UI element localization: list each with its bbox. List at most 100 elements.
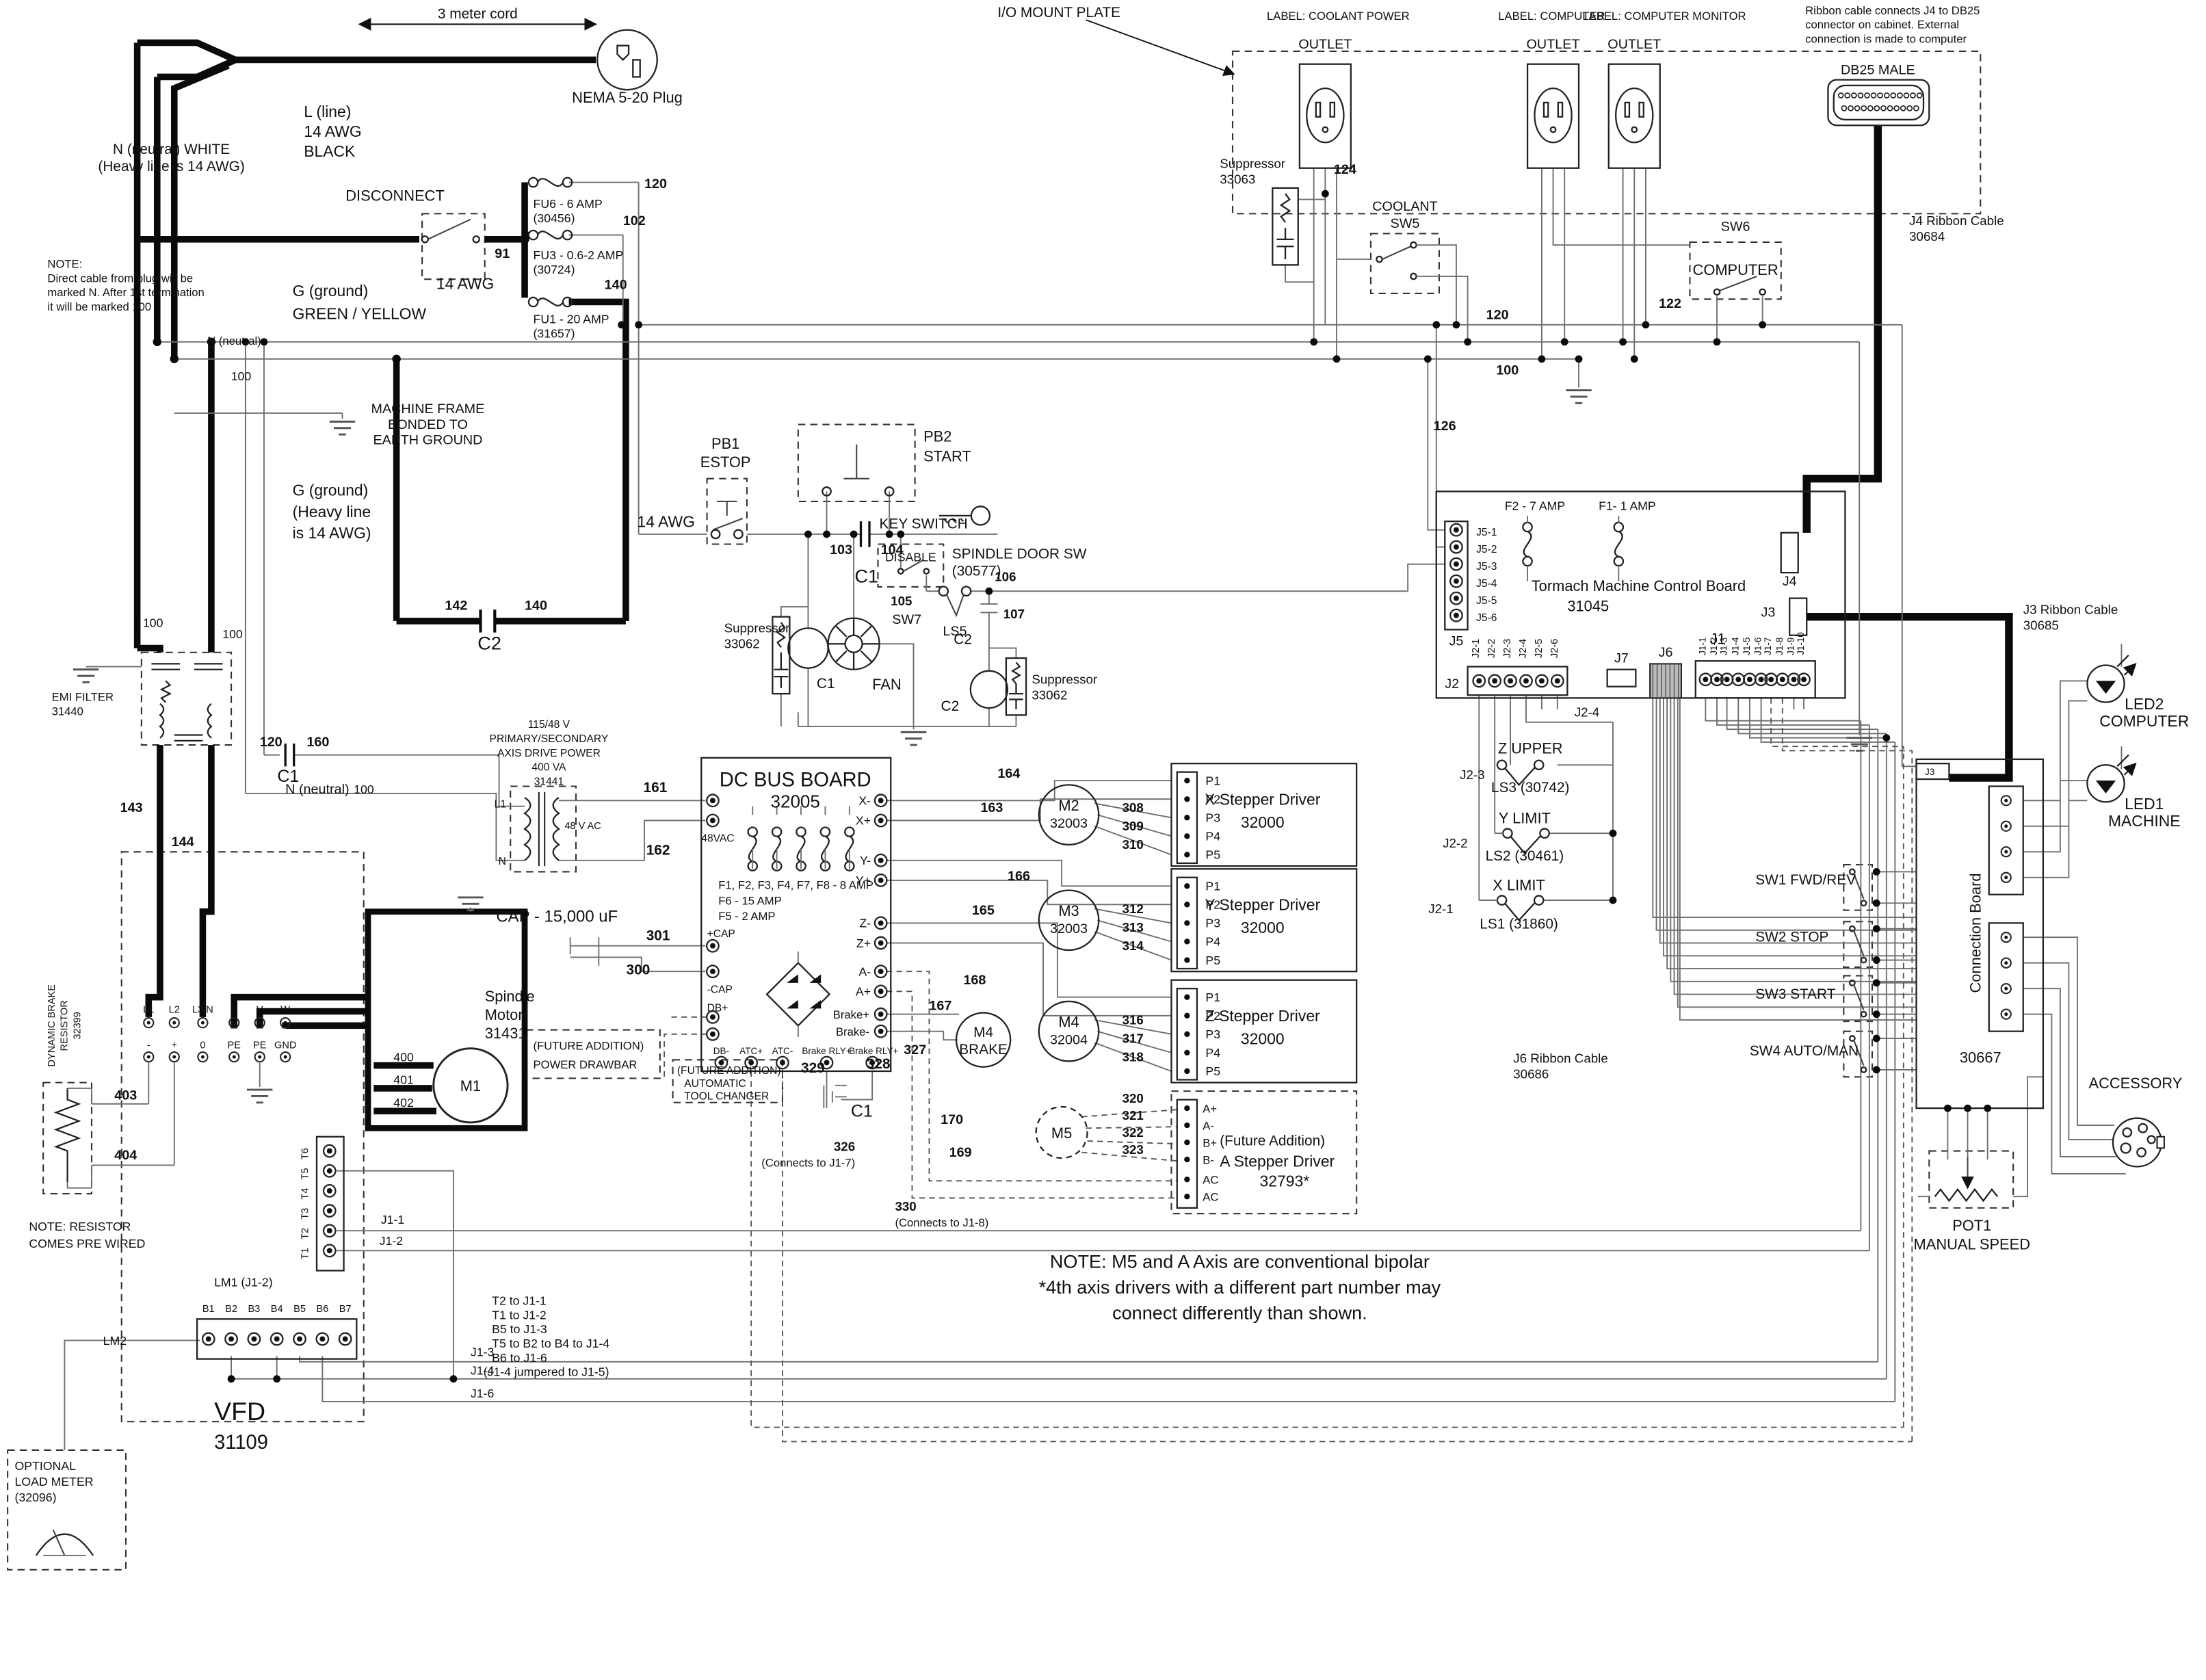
- diagram-label: J5-4: [1476, 578, 1497, 590]
- diagram-label: Motor: [485, 1006, 523, 1023]
- diagram-label: P1: [1205, 774, 1220, 787]
- diagram-label: NOTE:: [47, 257, 82, 270]
- j7-connector: [1606, 668, 1637, 687]
- pb2-start-switch[interactable]: [822, 444, 895, 497]
- diagram-label: DISABLE: [885, 550, 936, 564]
- emi-filter-box: [140, 651, 233, 746]
- diagram-label: Z UPPER: [1498, 740, 1563, 757]
- vfd-box: [120, 851, 365, 1423]
- coolant-sw5-switch[interactable]: [1376, 241, 1439, 280]
- diagram-label: +CAP: [707, 928, 735, 940]
- diagram-label: T6: [300, 1148, 311, 1159]
- diagram-label: 164: [997, 766, 1020, 781]
- diagram-label: C1: [851, 1102, 873, 1121]
- connection-board-j3: [1915, 763, 1950, 780]
- diagram-label: 32399: [72, 1012, 83, 1040]
- a-stepper-pin-strip: [1176, 1099, 1198, 1209]
- diagram-label: 327: [904, 1042, 926, 1058]
- brake-resistor: [53, 1088, 92, 1189]
- diagram-label: T4: [300, 1188, 311, 1200]
- diagram-label: N (neutral) WHITE: [113, 142, 230, 157]
- diagram-label: AC: [1203, 1190, 1218, 1203]
- diagram-label: 316: [1122, 1012, 1144, 1027]
- diagram-label: 162: [646, 842, 670, 858]
- diagram-label: M4: [1058, 1013, 1079, 1030]
- pot1[interactable]: [1934, 1156, 1999, 1203]
- diagram-label: J1-1: [381, 1213, 404, 1226]
- disconnect-switch[interactable]: [427, 218, 471, 240]
- diagram-label: 161: [644, 780, 668, 796]
- diagram-label: 323: [1122, 1142, 1144, 1157]
- diagram-label: 313: [1122, 920, 1144, 934]
- nema-plug: [596, 29, 658, 91]
- load-meter-box: [7, 1449, 127, 1571]
- sw2-box[interactable]: [1843, 921, 1874, 968]
- diagram-label: FU3 - 0.6-2 AMP: [534, 248, 624, 262]
- pb1-estop-switch[interactable]: [710, 500, 744, 540]
- diagram-label: ATC+: [739, 1046, 763, 1056]
- diagram-label: 32005: [771, 791, 820, 812]
- diagram-label: J5-3: [1476, 561, 1497, 573]
- diagram-label: J2-6: [1549, 639, 1560, 658]
- diagram-label: J1-4: [471, 1364, 495, 1378]
- diagram-label: 30684: [1909, 229, 1945, 244]
- diagram-label: Z-: [859, 917, 871, 930]
- diagram-label: SW4 AUTO/MAN: [1750, 1043, 1859, 1059]
- diagram-label: 322: [1122, 1125, 1144, 1140]
- sw3-box[interactable]: [1843, 975, 1874, 1023]
- motor-m2: [1038, 784, 1100, 846]
- diagram-label: J1: [1710, 630, 1726, 647]
- diagram-label: it will be marked 100: [47, 300, 151, 313]
- coolant-sw5-box: [1369, 233, 1440, 295]
- diagram-label: PB2: [923, 428, 951, 445]
- diagram-label: J2: [1445, 677, 1459, 692]
- diagram-label: P2: [1205, 898, 1220, 912]
- disable-switch[interactable]: [897, 559, 930, 575]
- diagram-label: C2: [954, 631, 972, 647]
- diagram-label: C1: [277, 767, 299, 786]
- diagram-label: P3: [1205, 1027, 1220, 1041]
- diagram-label: (J1-4 jumpered to J1-5): [484, 1365, 609, 1379]
- diagram-label: 48VAC: [701, 833, 734, 845]
- dashed-boxes: [7, 50, 2014, 1571]
- vfd-terminals: [143, 1017, 291, 1063]
- diagram-label: 33062: [1032, 687, 1067, 702]
- brake-resistor-box: [42, 1081, 93, 1195]
- panel-switches[interactable]: [1848, 868, 1880, 1074]
- j2-connector: [1467, 666, 1568, 696]
- diagram-label: 30686: [1513, 1066, 1549, 1081]
- diagram-label: P4: [1205, 935, 1220, 949]
- diagram-label: MANUAL SPEED: [1914, 1235, 2030, 1252]
- heavy-wires: [133, 39, 2013, 1131]
- diagram-label: B5 to J1-3: [492, 1322, 547, 1336]
- diagram-label: C1: [817, 676, 835, 692]
- sw6-switch[interactable]: [1713, 276, 1766, 296]
- diagram-label: 32000: [1241, 1029, 1285, 1047]
- diagram-label: COMPUTER: [1693, 261, 1778, 278]
- diagram-label: 100: [222, 627, 243, 641]
- diagram-label: 169: [949, 1145, 972, 1160]
- diagram-label: connection is made to computer: [1805, 32, 1967, 45]
- diagram-label: LOAD METER: [15, 1475, 94, 1488]
- diagram-label: C1: [855, 566, 879, 587]
- disable-box: [877, 543, 945, 588]
- sw4-box[interactable]: [1843, 1030, 1874, 1078]
- diagram-label: C2: [477, 633, 501, 654]
- motor-m3: [1038, 889, 1100, 951]
- diagram-label: J2-1: [1471, 639, 1482, 658]
- sw1-box[interactable]: [1843, 863, 1874, 911]
- diagram-label: M2: [1058, 797, 1079, 814]
- diagram-label: 124: [1334, 162, 1356, 177]
- diagram-label: J2-1: [1428, 902, 1453, 916]
- led2-icon: [2086, 655, 2136, 703]
- contactor-c2-coil: [969, 670, 1009, 709]
- computer-outlet: [1526, 63, 1580, 169]
- diagram-label: FAN: [872, 676, 902, 693]
- diagram-label: OPTIONAL: [15, 1459, 77, 1473]
- diagram-label: (31657): [534, 327, 575, 341]
- diagram-label: L1: [143, 1005, 154, 1016]
- diagram-label: LED2: [2125, 695, 2164, 713]
- diagram-label: PE: [253, 1040, 267, 1051]
